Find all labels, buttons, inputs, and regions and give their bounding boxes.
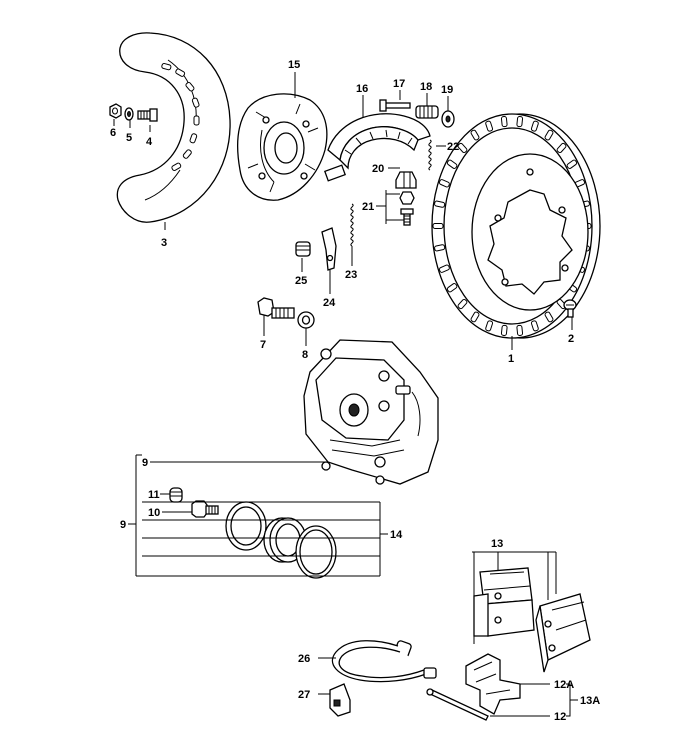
spring-part-22: [428, 139, 432, 171]
callout-7: 7: [260, 339, 266, 351]
dust-shield-part-3: [116, 32, 231, 223]
disc-vent-slot: [516, 324, 524, 336]
disc-vent-slot: [566, 159, 578, 169]
disc-vent-slot: [530, 320, 539, 332]
callout-2: 2: [568, 333, 574, 345]
bolt-part-7: [257, 297, 295, 319]
caliper-part-9: [303, 339, 439, 485]
cap-part-11: [169, 487, 183, 503]
disc-vent-slot: [500, 116, 508, 128]
callout-4: 4: [146, 136, 153, 148]
callout-21: 21: [362, 201, 374, 213]
spring-plate-part-12a: [465, 653, 521, 715]
bleeder-valve-part-10: [191, 500, 219, 518]
callout-18: 18: [420, 81, 432, 93]
callout-16: 16: [356, 83, 368, 95]
lever-part-24: [321, 227, 337, 271]
wear-sensor-part-26: [331, 640, 437, 683]
backing-plate-part-15: [236, 93, 328, 201]
disc-vent-slot: [438, 264, 450, 273]
callout-17: 17: [393, 78, 405, 90]
disc-vent-slot: [434, 244, 446, 252]
clip-part-27: [329, 683, 351, 717]
disc-vent-slot: [516, 116, 524, 128]
disc-vent-slot: [457, 298, 468, 310]
washer-part-5: [124, 107, 134, 121]
spring-part-18: [415, 105, 439, 119]
disc-vent-slot: [470, 129, 480, 141]
brake-disc-part-1: [431, 113, 601, 339]
callout-22: 22: [447, 141, 459, 153]
callout-13a: 13A: [580, 695, 600, 707]
callout-25: 25: [295, 275, 307, 287]
callout-12: 12: [554, 711, 566, 723]
disc-vent-slot: [500, 324, 508, 336]
pin-part-17: [379, 99, 411, 112]
plug-part-25: [295, 241, 311, 257]
callout-10: 10: [148, 507, 160, 519]
callout-1: 1: [508, 353, 514, 365]
disc-vent-slot: [457, 142, 468, 154]
disc-vent-slot: [485, 320, 494, 332]
callout-26: 26: [298, 653, 310, 665]
callout-6: 6: [110, 127, 116, 139]
callout-13: 13: [491, 538, 503, 550]
callout-19: 19: [441, 84, 453, 96]
callout-5: 5: [126, 132, 132, 144]
screw-part-2: [563, 299, 577, 318]
disc-vent-slot: [446, 159, 458, 169]
disc-vent-slot: [544, 311, 554, 323]
callout-12a: 12A: [554, 679, 574, 691]
disc-vent-slot: [438, 179, 450, 188]
disc-vent-slot: [446, 283, 458, 293]
retaining-pin-part-12: [426, 688, 489, 721]
leader-lines: [113, 72, 578, 717]
disc-vent-slot: [432, 223, 444, 229]
callout-9-side: 9: [120, 519, 126, 531]
spring-part-23: [350, 203, 354, 247]
disc-vent-slot: [470, 311, 480, 323]
disc-vent-slot: [556, 142, 567, 154]
callout-3: 3: [161, 237, 167, 249]
brake-pad-part-13b: [535, 593, 591, 673]
callout-15: 15: [288, 59, 300, 71]
callout-27: 27: [298, 689, 310, 701]
callout-24: 24: [323, 297, 336, 309]
callout-labels: 1 2 3 4 5 6 7 8 9 9 10 11 12 12A 13 13A …: [110, 59, 600, 723]
disc-vent-slot: [485, 120, 494, 132]
disc-vent-slot: [530, 120, 539, 132]
callout-20: 20: [372, 163, 384, 175]
callout-9-top: 9: [142, 457, 148, 469]
callout-11: 11: [148, 489, 160, 501]
callout-8: 8: [302, 349, 308, 361]
disc-vent-slot: [544, 129, 554, 141]
brake-pad-part-13a: [473, 567, 535, 637]
callout-14: 14: [390, 529, 403, 541]
disc-vent-slot: [434, 200, 446, 208]
bolt-part-4: [137, 108, 158, 122]
adjuster-part-20: [395, 171, 417, 189]
washer-part-8: [297, 311, 315, 329]
callout-23: 23: [345, 269, 357, 281]
seal-ring-part-14c: [295, 525, 337, 579]
nut-part-6: [109, 103, 122, 119]
adjuster-set-part-21: [399, 191, 415, 226]
seal-ring-part-14a: [225, 501, 267, 551]
cap-part-19: [441, 110, 455, 128]
brake-shoe-part-16: [323, 113, 431, 182]
